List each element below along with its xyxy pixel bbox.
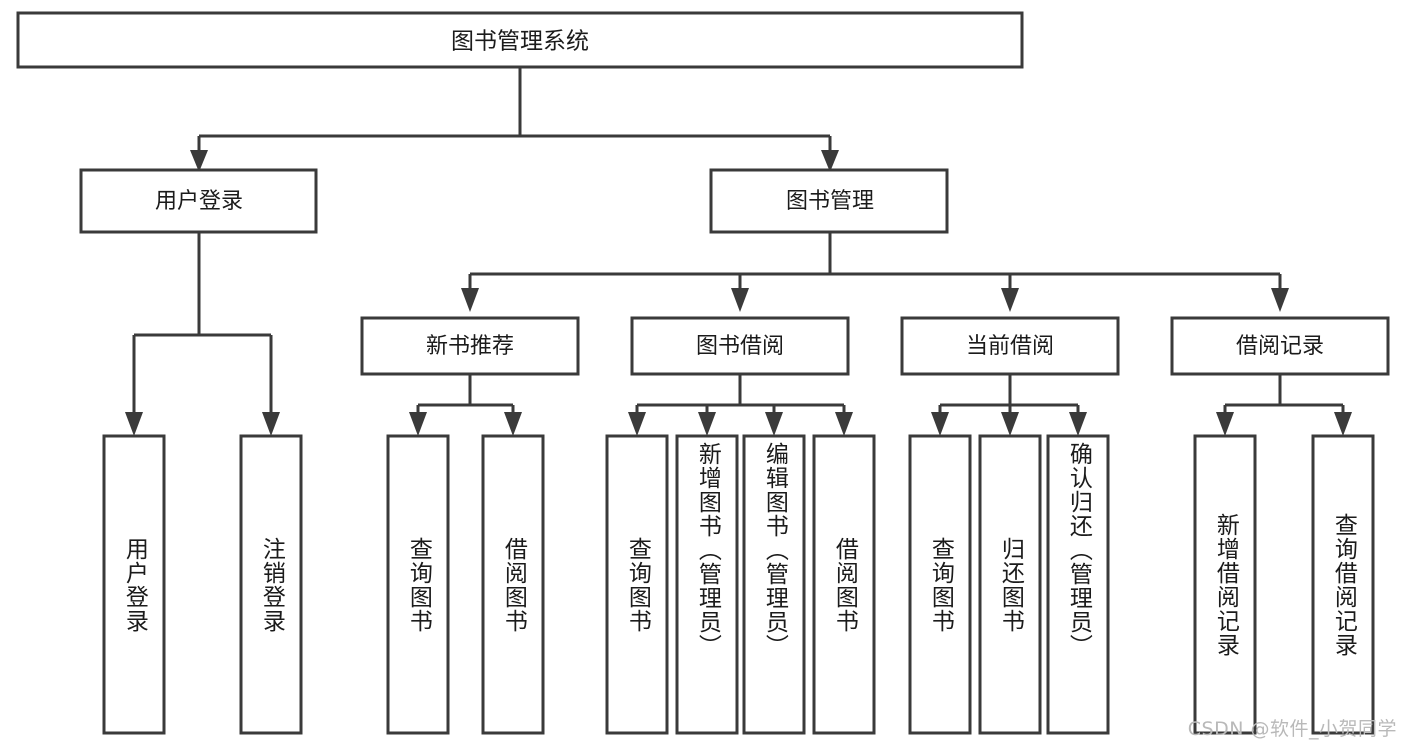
arrowhead-to-leaf-cur-return (1001, 412, 1019, 436)
arrowhead-to-leaf-borrow-edit (765, 412, 783, 436)
connector-new-book-trunk (416, 374, 515, 414)
arrowhead-to-leaf-borrow-lend (835, 412, 853, 436)
arrowhead-to-user-login (190, 150, 208, 172)
node-leaf-rec-query-box[interactable] (1311, 434, 1375, 735)
node-current-borrow-label: 当前借阅 (966, 334, 1054, 359)
node-leaf-rec-add-box[interactable] (1193, 434, 1257, 735)
node-leaf-new-query-box[interactable] (386, 434, 450, 735)
node-leaf-cur-query-box[interactable] (908, 434, 972, 735)
node-book-manage-box[interactable] (709, 168, 949, 234)
arrowhead-to-leaf-rec-query (1334, 412, 1352, 436)
node-borrow-record-box[interactable] (1170, 316, 1390, 376)
arrowhead-to-book-manage (821, 150, 839, 172)
node-leaf-user-login-box[interactable] (102, 434, 166, 735)
node-leaf-borrow-add-box[interactable] (675, 434, 739, 735)
arrowhead-to-leaf-new-borrow (504, 412, 522, 436)
node-user-login[interactable]: 用户登录 (79, 168, 318, 234)
arrowhead-to-current-borrow (1001, 288, 1019, 312)
connector-book-manage-trunk (468, 232, 1282, 290)
connector-borrow-record-trunk (1223, 374, 1345, 414)
arrowhead-to-borrow-record (1271, 288, 1289, 312)
watermark-text: CSDN @软件_小贺同学 (1187, 718, 1397, 740)
connector-layer (125, 67, 1352, 436)
node-book-borrow-box[interactable] (630, 316, 850, 376)
node-leaf-cur-confirm-box[interactable] (1046, 434, 1110, 735)
node-root-box[interactable] (16, 11, 1024, 69)
arrowhead-to-leaf-borrow-add (698, 412, 716, 436)
node-leaf-logout-box[interactable] (239, 434, 303, 735)
node-leaf-new-borrow-box[interactable] (481, 434, 545, 735)
node-leaf-borrow-query-box[interactable] (605, 434, 669, 735)
node-leaf-cur-return-box[interactable] (978, 434, 1042, 735)
node-book-borrow-label: 图书借阅 (696, 334, 784, 359)
node-leaf-borrow-lend-box[interactable] (812, 434, 876, 735)
arrowhead-to-leaf-borrow-query (628, 412, 646, 436)
connector-root-trunk (197, 67, 832, 152)
arrowhead-to-leaf-cur-confirm (1069, 412, 1087, 436)
node-new-book-label: 新书推荐 (426, 334, 514, 359)
arrowhead-to-leaf-user-login (125, 412, 143, 436)
node-book-borrow[interactable]: 图书借阅 (630, 316, 850, 376)
node-user-login-box[interactable] (79, 168, 318, 234)
node-root[interactable]: 图书管理系统 (16, 11, 1024, 69)
connector-current-borrow-trunk (938, 374, 1080, 414)
node-borrow-record-label: 借阅记录 (1236, 334, 1324, 359)
node-current-borrow[interactable]: 当前借阅 (900, 316, 1120, 376)
arrowhead-to-leaf-new-query (409, 412, 427, 436)
connector-book-borrow-trunk (635, 374, 846, 414)
arrowhead-to-leaf-rec-add (1216, 412, 1234, 436)
node-book-manage-label: 图书管理 (786, 189, 874, 214)
node-root-label: 图书管理系统 (451, 29, 589, 55)
node-new-book[interactable]: 新书推荐 (360, 316, 580, 376)
arrowhead-to-new-book (461, 288, 479, 312)
node-borrow-record[interactable]: 借阅记录 (1170, 316, 1390, 376)
node-user-login-label: 用户登录 (155, 189, 243, 214)
arrowhead-to-book-borrow (731, 288, 749, 312)
arrowhead-to-leaf-logout (262, 412, 280, 436)
node-book-manage[interactable]: 图书管理 (709, 168, 949, 234)
connector-user-login-trunk (132, 232, 273, 414)
arrowhead-to-leaf-cur-query (931, 412, 949, 436)
node-current-borrow-box[interactable] (900, 316, 1120, 376)
node-leaf-borrow-edit-box[interactable] (742, 434, 806, 735)
node-new-book-box[interactable] (360, 316, 580, 376)
